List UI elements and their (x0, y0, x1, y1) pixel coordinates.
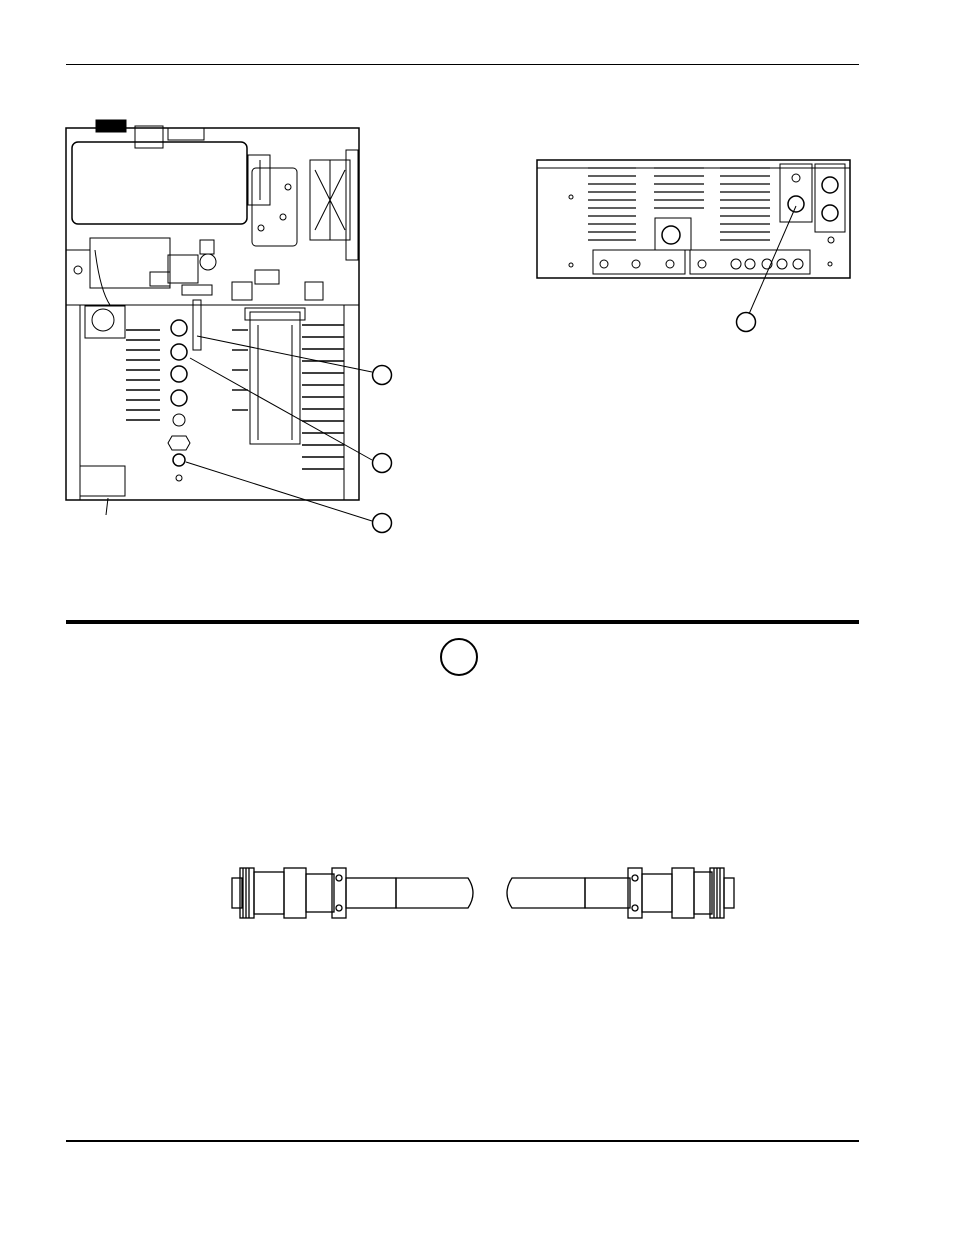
callout-leader (196, 335, 373, 373)
callout-circle (371, 512, 393, 534)
callout-circle (735, 311, 757, 333)
footer-rule (66, 1140, 859, 1142)
callout-leader (189, 357, 373, 461)
callout-circle (371, 452, 393, 474)
callout-leader (748, 205, 797, 315)
section-callout-circle (440, 638, 478, 676)
cable-assembly-drawing (231, 867, 735, 919)
section-rule (66, 620, 859, 624)
callout-circle (371, 364, 393, 386)
rear-panel-drawing (536, 159, 851, 333)
interior-view-drawing (65, 119, 393, 534)
header-rule (66, 64, 859, 65)
callout-leader (185, 461, 373, 522)
